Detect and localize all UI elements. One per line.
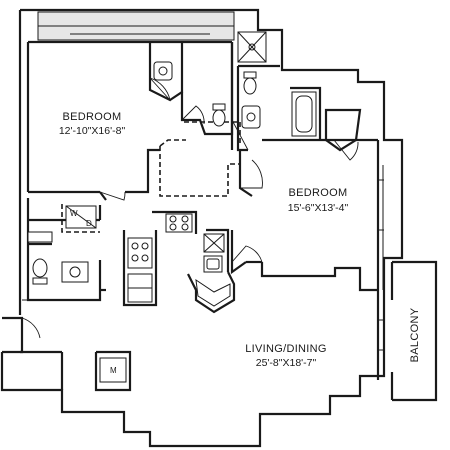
room-labels: BEDROOM 12'-10"X16'-8" BEDROOM 15'-6"X13… bbox=[59, 111, 349, 369]
interior-walls bbox=[20, 42, 378, 392]
range-icon bbox=[127, 237, 153, 269]
living-dining-name: LIVING/DINING bbox=[245, 343, 327, 355]
sink-left-bath bbox=[153, 61, 173, 81]
balcony-label: BALCONY bbox=[409, 307, 421, 362]
fixtures: W D M bbox=[27, 31, 317, 383]
doors bbox=[21, 77, 359, 339]
washer-dryer-icon: W D bbox=[65, 205, 97, 229]
bedroom-left-dimensions: 12'-10"X16'-8" bbox=[59, 125, 126, 137]
top-closet bbox=[37, 11, 235, 41]
dishwasher-icon bbox=[203, 233, 225, 253]
kitchen-sink-icon bbox=[203, 255, 223, 273]
bedroom-right-name: BEDROOM bbox=[289, 187, 348, 199]
bathtub-icon bbox=[291, 91, 317, 137]
cooktop-icon bbox=[165, 213, 193, 233]
stair-shelf bbox=[27, 231, 53, 243]
exterior-walls bbox=[0, 8, 404, 448]
microwave-label: M bbox=[110, 366, 117, 375]
windows-right bbox=[378, 179, 384, 351]
washer-label: W bbox=[70, 209, 78, 218]
refrigerator-icon bbox=[127, 273, 153, 303]
shower-icon bbox=[237, 31, 267, 63]
dryer-label: D bbox=[86, 219, 92, 228]
sink-right-bath bbox=[241, 105, 261, 129]
living-dining-dimensions: 25'-8"X18'-7" bbox=[256, 357, 317, 369]
toilet-icon bbox=[212, 103, 226, 127]
peninsula-counter bbox=[195, 278, 231, 307]
balcony: BALCONY bbox=[390, 260, 438, 402]
microwave-icon: M bbox=[99, 357, 127, 383]
toilet-icon bbox=[32, 258, 48, 285]
sink-icon bbox=[61, 261, 89, 283]
toilet-icon bbox=[243, 71, 257, 95]
bedroom-left-name: BEDROOM bbox=[63, 111, 122, 123]
bedroom-right-dimensions: 15'-6"X13'-4" bbox=[288, 202, 349, 214]
